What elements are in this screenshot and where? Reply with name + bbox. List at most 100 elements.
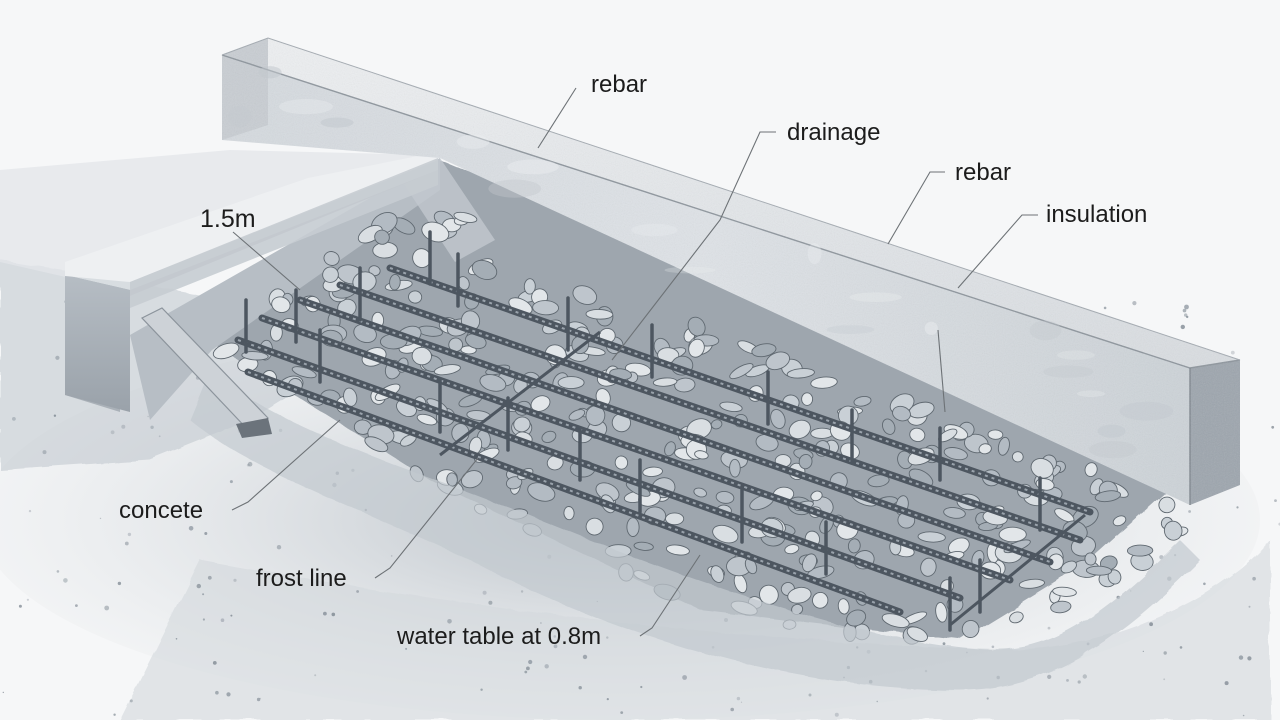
gravel-stone [568,409,586,421]
gravel-stone [1084,462,1098,477]
soil-speck [53,414,57,417]
soil-speck [1224,681,1229,686]
gravel-stone [505,476,523,490]
gravel-stone [1009,611,1024,624]
soil-speck [1252,576,1256,581]
soil-speck [331,612,336,617]
gravel-stone [710,419,723,430]
soil-speck [553,644,558,649]
gravel-stone [694,450,709,460]
rebar-ribs [237,339,961,599]
soil-speck [110,430,115,435]
foundation-wall [221,37,1241,505]
concrete-blotch [456,134,490,149]
leader-concrete [231,419,341,511]
gravel-stone [1126,544,1154,557]
soil-speck [606,698,609,701]
gravel-stone [572,285,598,305]
soil-speck [488,600,493,605]
label-rebar-right: rebar [955,159,1012,186]
concrete-blotch [1043,365,1094,378]
label-drainage: drainage [787,119,881,146]
soil-speck [640,685,643,689]
gravel-stone [1158,496,1176,514]
soil-speck [56,570,60,573]
soil-speck [124,541,129,546]
gravel-stone [479,374,507,392]
gravel-stone [935,602,948,623]
concrete-blotch [488,179,542,198]
soil-speck [1180,324,1186,330]
soil-speck [528,659,533,665]
soil-speck [1238,655,1244,660]
soil-speck [480,688,483,691]
gravel-stone [710,565,725,583]
leader-lines [231,87,1038,637]
gravel-stone [642,466,663,478]
soil-speck [233,578,237,582]
gravel-stone [765,351,791,371]
gravel-stone [1112,515,1127,527]
soil-speck [1179,646,1183,649]
soil-speck [526,666,530,671]
gravel-stone [1060,560,1077,574]
soil-speck [1242,714,1245,717]
gravel-stone [523,278,536,295]
rebar-tie [949,513,1086,627]
leader-insulation [957,214,1038,289]
gravel-stone [212,342,240,360]
soil-speck [730,707,734,712]
gravel-stone [688,338,705,358]
gravel-stone [719,401,743,413]
soil-speck [1047,626,1051,630]
gravel-stone [920,557,937,577]
soil-speck [1066,679,1069,682]
gravel-stone [241,351,269,361]
gravel-stone [846,609,867,627]
gravel-stone [541,430,557,443]
gravel-stone [812,591,829,609]
gravel-stone [453,211,478,223]
gravel-stone [1094,490,1122,503]
concrete-blotch [1029,320,1062,341]
soil-speck [18,604,22,608]
gravel-stone [374,229,390,245]
soil-speck [204,532,208,535]
soil-speck [12,417,16,421]
soil-speck [314,674,317,677]
gravel-stone [751,343,777,358]
concrete-blotch [807,243,822,265]
gravel-stone [882,418,896,435]
soil-speck [188,526,194,531]
concrete-blotch [1089,441,1137,459]
gravel-stone [906,626,928,642]
label-water-table: water table at 0.8m [397,623,602,650]
gravel-stone [943,507,966,519]
soil-speck [1077,680,1081,684]
soil-speck [1132,301,1137,306]
soil-speck [1186,315,1189,319]
concrete-blotch [1097,424,1126,438]
concrete-blotch [1119,401,1174,421]
gravel-stone [729,458,741,478]
leader-depth [232,231,301,291]
gravel-stone [943,447,968,461]
soil-speck [273,573,276,577]
soil-speck [226,692,231,697]
gravel-stone [978,443,992,455]
left-stub-wall [65,152,438,412]
gravel-stone [1011,451,1024,463]
label-frost-line: frost line [256,565,347,592]
soil-speck [740,701,743,703]
gravel-stone [460,470,484,489]
soil-speck [447,619,452,624]
soil-speck [1142,650,1144,653]
soil-speck [220,618,225,622]
leader-drainage [611,131,776,361]
gravel-stone [1052,586,1077,597]
soil-speck [229,480,233,484]
soil-speck [942,642,946,646]
soil-speck [247,461,253,467]
rebar-ribs [261,317,1011,581]
